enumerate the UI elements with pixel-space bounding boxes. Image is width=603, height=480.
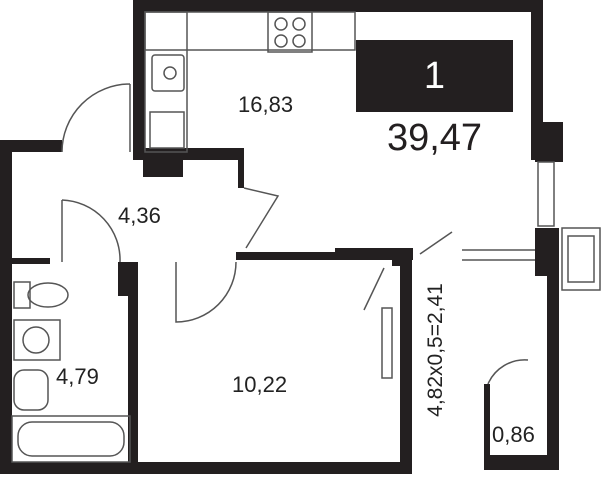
storage-area: 0,86 — [492, 422, 535, 447]
toilet-icon — [13, 281, 31, 309]
stove-icon — [267, 11, 313, 53]
kitchen-area: 16,83 — [238, 92, 294, 117]
walls — [0, 0, 563, 474]
kitchen-sink-icon — [151, 54, 185, 92]
bedroom-area: 10,22 — [232, 372, 288, 397]
fixtures — [11, 11, 601, 463]
washer-icon — [13, 319, 61, 361]
bathroom-area: 4,79 — [56, 364, 99, 389]
bathtub-icon — [11, 415, 131, 463]
balcony-area: 4,82x0,5=2,41 — [424, 283, 447, 417]
fridge-icon — [149, 111, 185, 149]
basin-icon — [13, 369, 49, 411]
total-area-label: 39,47 — [386, 116, 483, 159]
rooms-count-badge: 1 — [356, 40, 513, 112]
hall-area: 4,36 — [118, 203, 161, 228]
